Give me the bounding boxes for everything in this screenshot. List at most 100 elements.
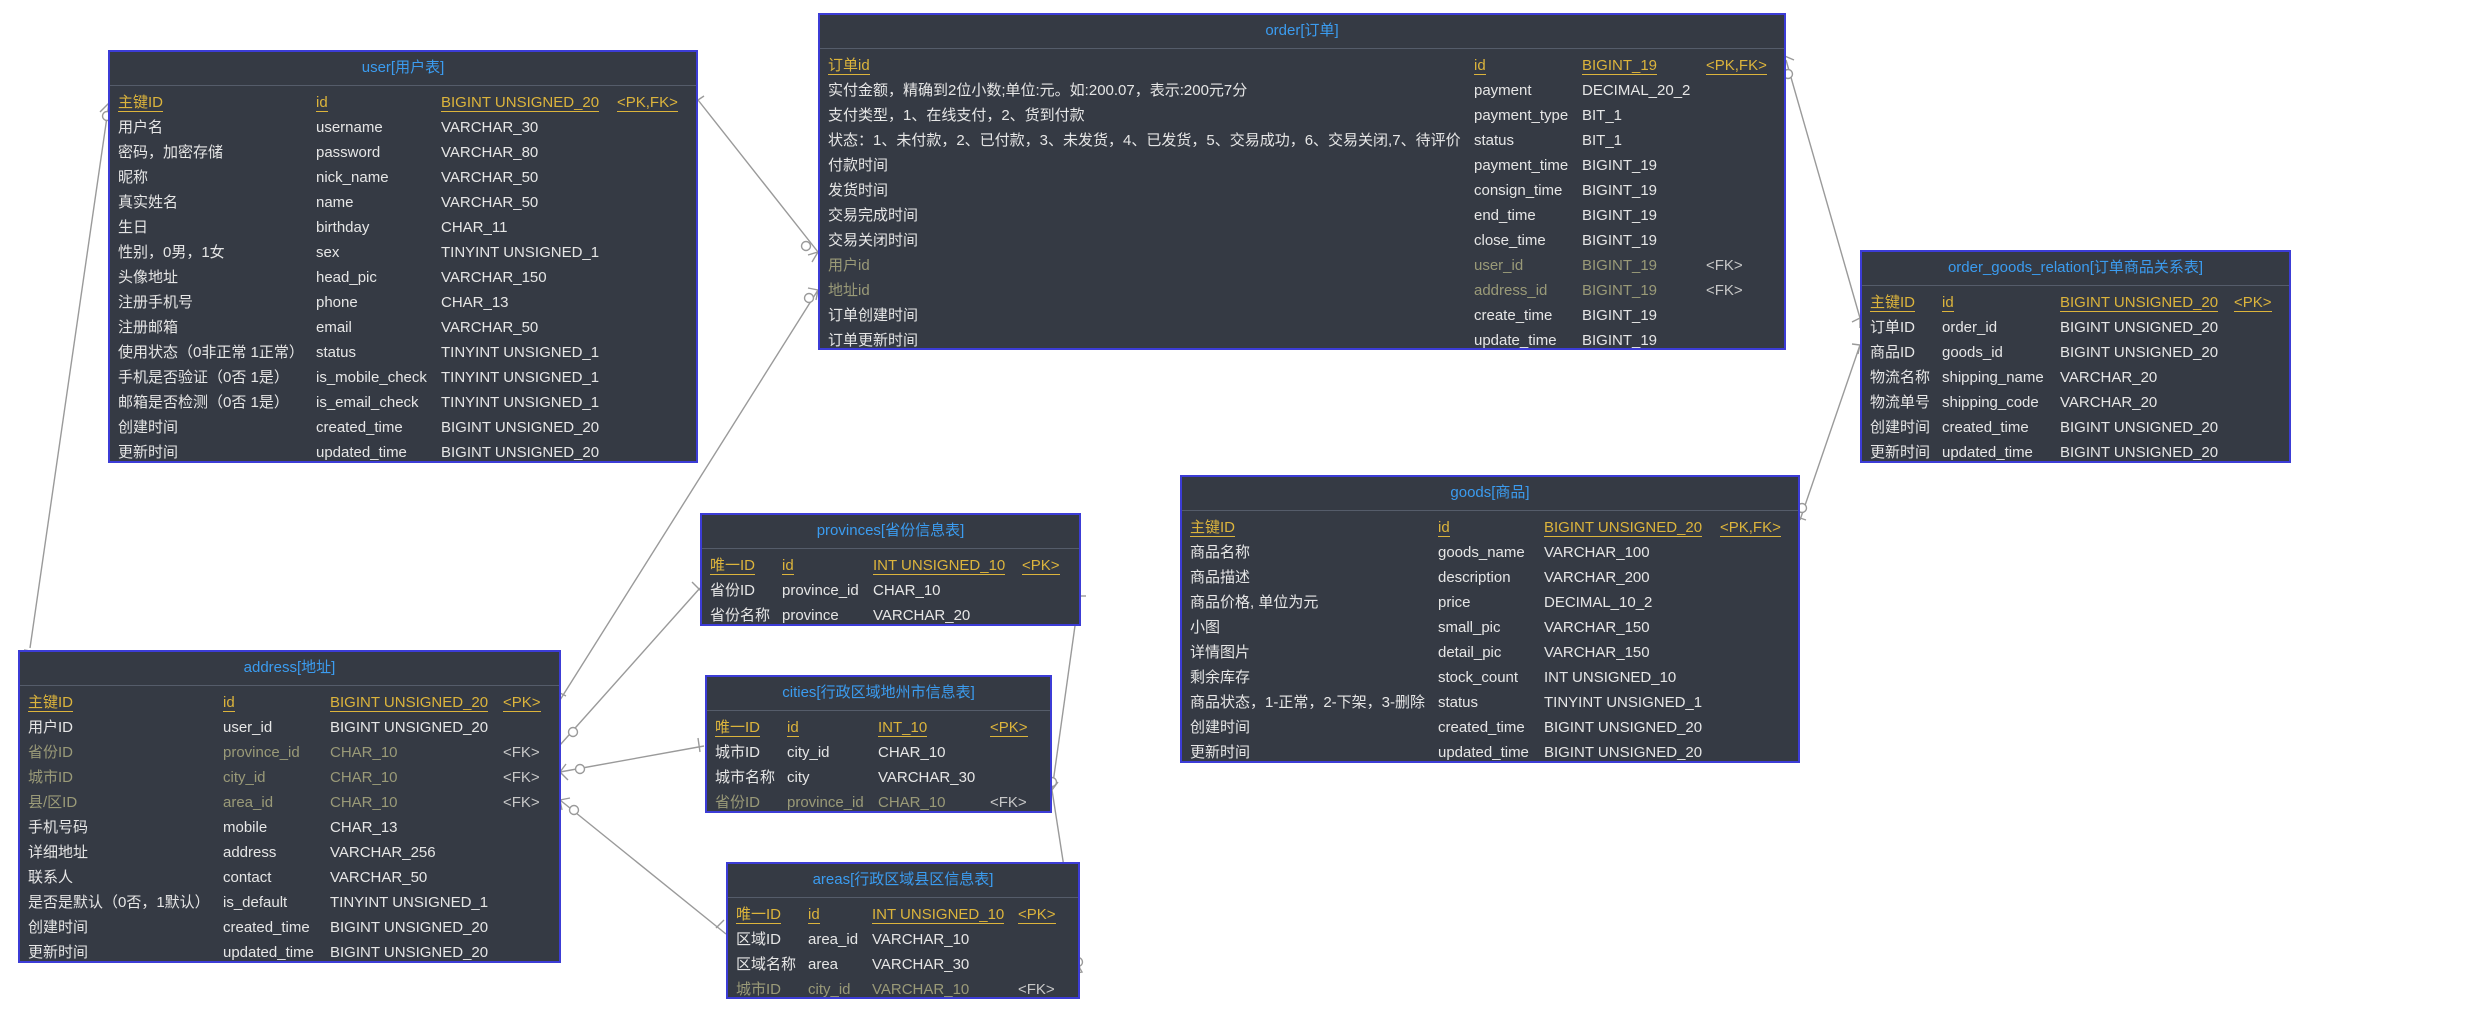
table-title: order_goods_relation[订单商品关系表] xyxy=(1862,252,2289,286)
column-name: status xyxy=(316,344,357,361)
table-title: goods[商品] xyxy=(1182,477,1798,511)
column-type: BIGINT UNSIGNED_20 xyxy=(330,944,489,961)
table-title: order[订单] xyxy=(820,15,1784,49)
column-name: city xyxy=(787,769,810,786)
column-name: area_id xyxy=(223,794,274,811)
column-name: order_id xyxy=(1942,319,1998,336)
column-name: end_time xyxy=(1474,207,1536,224)
column-name: small_pic xyxy=(1438,619,1501,636)
column-name: password xyxy=(316,144,381,161)
column-key: <FK> xyxy=(990,794,1027,811)
column-type: BIGINT UNSIGNED_20 xyxy=(441,444,600,461)
column-type: CHAR_10 xyxy=(330,794,398,811)
column-comment: 更新时间 xyxy=(118,444,179,461)
column-name: user_id xyxy=(1474,257,1524,274)
table-row[interactable]: 状态：1、未付款，2、已付款，3、未发货，4、已发货，5、交易成功，6、交易关闭… xyxy=(820,128,1784,153)
column-name: is_default xyxy=(223,894,288,911)
column-type: DECIMAL_20_2 xyxy=(1582,82,1691,99)
column-name: stock_count xyxy=(1438,669,1519,686)
column-comment: 实付金额，精确到2位小数;单位:元。如:200.07，表示:200元7分 xyxy=(828,82,1248,99)
column-comment: 省份ID xyxy=(710,582,756,599)
column-comment: 订单创建时间 xyxy=(828,307,919,324)
column-name: id xyxy=(1474,57,1486,75)
column-type: BIGINT_19 xyxy=(1582,307,1658,324)
column-comment: 城市ID xyxy=(28,769,74,786)
column-comment: 更新时间 xyxy=(1870,444,1931,461)
